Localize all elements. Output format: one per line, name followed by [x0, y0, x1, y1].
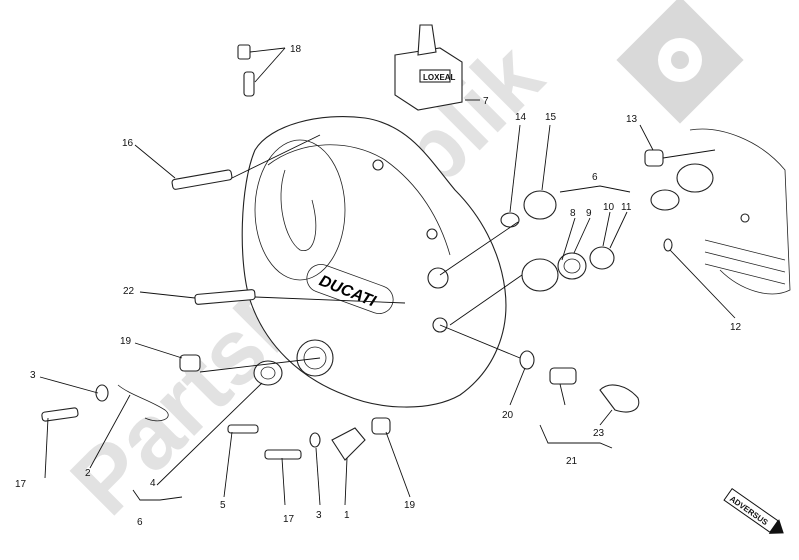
callout-15: 15 — [545, 112, 557, 123]
callout-16: 16 — [122, 138, 134, 149]
callout-10: 10 — [603, 202, 615, 213]
callout-20: 20 — [502, 410, 514, 421]
callout-9: 9 — [586, 208, 592, 219]
callout-12: 12 — [730, 322, 742, 333]
callout-7: 7 — [483, 96, 489, 107]
small-parts — [41, 44, 673, 461]
callout-19-upper: 19 — [120, 336, 132, 347]
callout-11: 11 — [621, 202, 632, 213]
callout-19-lower: 19 — [404, 500, 416, 511]
clutch-cover: DUCATI — [241, 116, 507, 408]
callout-8: 8 — [570, 208, 576, 219]
callout-6-lower: 6 — [137, 517, 143, 528]
leader-lines — [39, 47, 736, 506]
sealant-label: LOXEAL — [423, 73, 456, 82]
callout-17-lower: 17 — [283, 514, 295, 525]
engine-case-fragment — [650, 128, 791, 295]
callout-5: 5 — [220, 500, 226, 511]
callout-22: 22 — [123, 286, 135, 297]
callout-3-left: 3 — [30, 370, 36, 381]
callout-4: 4 — [150, 478, 156, 489]
callout-2: 2 — [85, 468, 91, 479]
callout-labels: 18 7 16 14 15 13 6 8 9 10 11 12 22 19 3 … — [15, 44, 742, 528]
callout-23: 23 — [593, 428, 605, 439]
callout-3-lower: 3 — [316, 510, 322, 521]
callout-17-left: 17 — [15, 479, 27, 490]
gear-icon — [616, 0, 744, 124]
callout-1: 1 — [344, 510, 350, 521]
callout-6-upper: 6 — [592, 172, 598, 183]
direction-stamp: ADVERSUS — [723, 487, 784, 534]
callout-18: 18 — [290, 44, 302, 55]
callout-13: 13 — [626, 114, 638, 125]
callout-21: 21 — [566, 456, 578, 467]
sealant-bottle: LOXEAL — [394, 24, 463, 111]
callout-14: 14 — [515, 112, 527, 123]
